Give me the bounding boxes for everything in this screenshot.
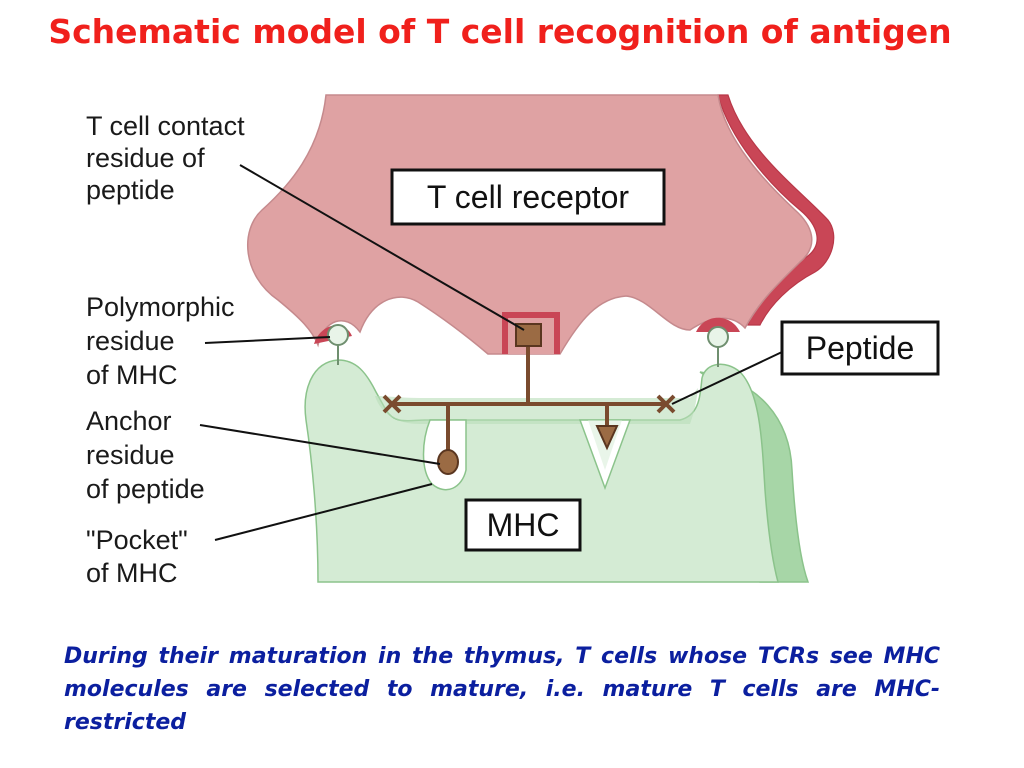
leader-lines <box>199 164 783 541</box>
peptide-structure <box>382 323 676 475</box>
label-polymorphic: Polymorphic residue of MHC <box>86 292 242 390</box>
polymorphic-residue-right <box>707 326 729 367</box>
leader-tcell-contact <box>239 164 525 331</box>
leader-anchor <box>199 424 441 465</box>
leader-polymorphic <box>204 336 331 344</box>
label-anchor: Anchor residue of peptide <box>86 406 205 504</box>
tcr-label: T cell receptor <box>427 179 630 215</box>
slide-title: Schematic model of T cell recognition of… <box>48 12 952 51</box>
polymorphic-residue-left <box>327 324 349 365</box>
mhc-molecule <box>304 359 810 583</box>
leader-pocket <box>214 483 433 541</box>
mhc-label-box: MHC <box>464 498 582 552</box>
tcr-label-box: T cell receptor <box>390 168 666 226</box>
label-tcell-contact: T cell contact residue of peptide <box>86 111 252 205</box>
tcr-side-shade <box>717 94 835 326</box>
peptide-label-box: Peptide <box>780 320 940 376</box>
peptide-label: Peptide <box>806 330 915 366</box>
leader-peptide <box>671 351 783 405</box>
caption: During their maturation in the thymus, T… <box>64 644 940 735</box>
peptide-side-residue <box>595 425 619 451</box>
tcell-recognition-diagram: T cell receptor Peptide MHC T cell conta… <box>86 94 940 588</box>
label-pocket: "Pocket" of MHC <box>86 525 195 588</box>
anchor-residue <box>437 449 459 475</box>
mhc-label: MHC <box>487 507 560 543</box>
